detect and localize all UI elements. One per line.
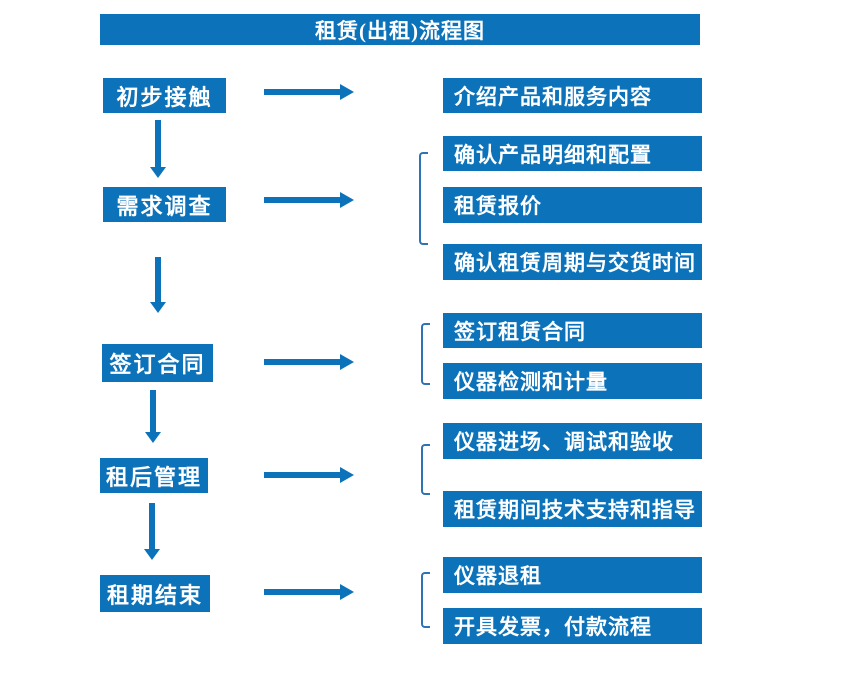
flowchart-title-banner: 租赁(出租)流程图	[100, 14, 700, 45]
stage-box-initial-contact: 初步接触	[103, 78, 226, 113]
arrow-shaft	[264, 197, 342, 203]
flowchart-title: 租赁(出租)流程图	[315, 18, 485, 43]
arrow-right-5-icon	[264, 584, 354, 600]
bracket-group-5	[421, 572, 430, 628]
output-box-instrument-testing: 仪器检测和计量	[443, 363, 702, 399]
arrow-down-4-icon	[144, 503, 160, 560]
arrow-down-2-icon	[150, 257, 166, 313]
arrow-right-3-icon	[264, 354, 354, 370]
arrow-shaft	[264, 589, 342, 595]
arrow-shaft	[155, 120, 161, 168]
arrow-down-1-icon	[150, 120, 166, 178]
output-box-introduce-products: 介绍产品和服务内容	[443, 78, 702, 113]
output-box-confirm-product-details: 确认产品明细和配置	[443, 136, 702, 171]
arrow-head	[340, 84, 354, 100]
bracket-group-3	[421, 323, 430, 385]
arrow-head	[340, 584, 354, 600]
output-box-technical-support: 租赁期间技术支持和指导	[443, 491, 702, 527]
stage-box-demand-survey: 需求调查	[103, 187, 226, 222]
bracket-group-4	[421, 444, 430, 495]
output-box-instrument-setup-acceptance: 仪器进场、调试和验收	[443, 423, 702, 459]
bracket-group-2	[419, 152, 428, 245]
stage-box-post-rental-management: 租后管理	[100, 458, 208, 493]
arrow-shaft	[264, 472, 342, 478]
arrow-head	[145, 432, 161, 443]
arrow-head	[150, 167, 166, 178]
arrow-right-4-icon	[264, 467, 354, 483]
output-box-confirm-rental-period: 确认租赁周期与交货时间	[443, 244, 702, 280]
output-box-invoice-payment: 开具发票，付款流程	[443, 608, 702, 644]
output-box-rental-quote: 租赁报价	[443, 187, 702, 223]
arrow-right-1-icon	[264, 84, 354, 100]
arrow-head	[340, 467, 354, 483]
arrow-shaft	[149, 503, 155, 550]
arrow-down-3-icon	[145, 390, 161, 443]
stage-box-rental-end: 租期结束	[100, 575, 210, 612]
arrow-head	[144, 549, 160, 560]
arrow-head	[340, 354, 354, 370]
stage-box-sign-contract: 签订合同	[102, 344, 213, 382]
output-box-instrument-return: 仪器退租	[443, 557, 702, 593]
arrow-shaft	[264, 359, 342, 365]
arrow-shaft	[150, 390, 156, 433]
arrow-head	[340, 192, 354, 208]
arrow-head	[150, 302, 166, 313]
arrow-shaft	[264, 89, 342, 95]
arrow-shaft	[155, 257, 161, 303]
output-box-sign-rental-contract: 签订租赁合同	[443, 313, 702, 348]
arrow-right-2-icon	[264, 192, 354, 208]
